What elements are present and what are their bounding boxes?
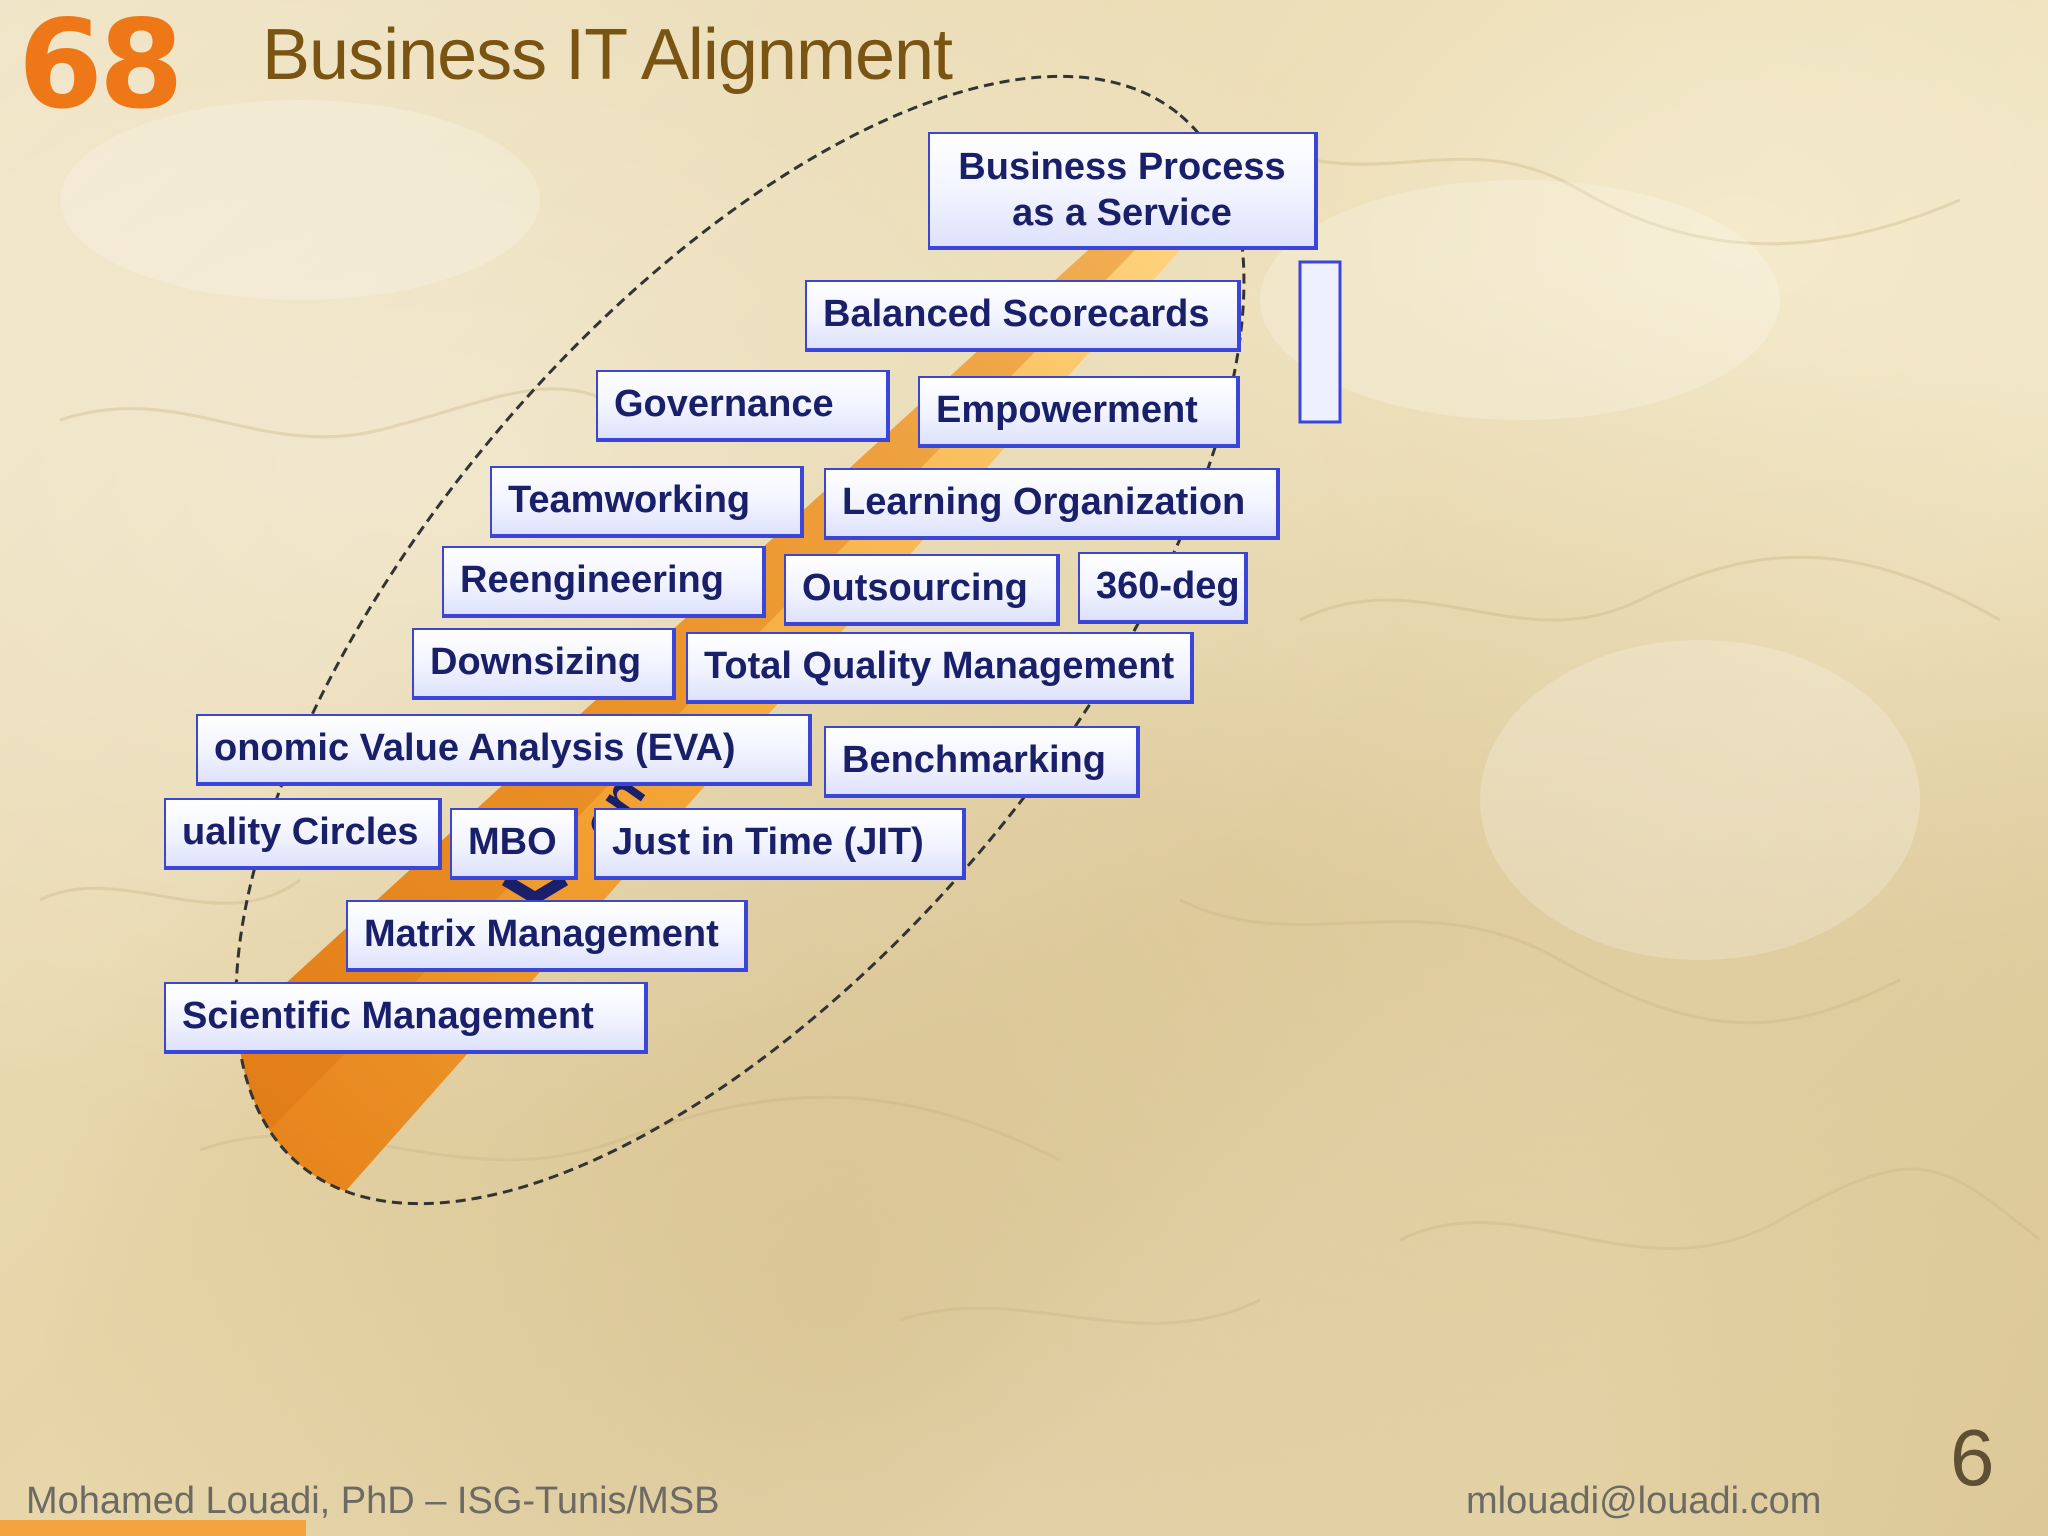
label-business-process: Business Process as a Service [928,132,1318,250]
footer-email: mlouadi@louadi.com [1466,1480,1822,1522]
label-business-process-line2: as a Service [1012,192,1232,234]
label-reengineering: Reengineering [442,546,766,618]
label-balanced-scorecards: Balanced Scorecards [805,280,1241,352]
label-economic-value-analysis: onomic Value Analysis (EVA) [196,714,812,786]
partial-box-edge [1298,260,1342,424]
arrow-tip-icon [501,874,569,905]
label-matrix-management: Matrix Management [346,900,748,972]
label-mbo: MBO [450,808,578,880]
orange-accent-bar [0,1520,306,1536]
footer-author: Mohamed Louadi, PhD – ISG-Tunis/MSB [26,1480,720,1522]
slide-title: Business IT Alignment [262,15,953,95]
page-number: 6 [1950,1413,1995,1502]
label-360-deg: 360-deg [1078,552,1248,624]
slide-number: 68 [18,0,184,136]
label-downsizing: Downsizing [412,628,676,700]
label-quality-circles: uality Circles [164,798,442,870]
label-benchmarking: Benchmarking [824,726,1140,798]
dashed-oval [234,74,1246,1206]
label-business-process-line1: Business Process [958,146,1286,188]
label-learning-organization: Learning Organization [824,468,1280,540]
label-total-quality-management: Total Quality Management [686,632,1194,704]
label-outsourcing: Outsourcing [784,554,1060,626]
label-teamworking: Teamworking [490,466,804,538]
label-empowerment: Empowerment [918,376,1240,448]
label-scientific-management: Scientific Management [164,982,648,1054]
label-just-in-time: Just in Time (JIT) [594,808,966,880]
label-governance: Governance [596,370,890,442]
